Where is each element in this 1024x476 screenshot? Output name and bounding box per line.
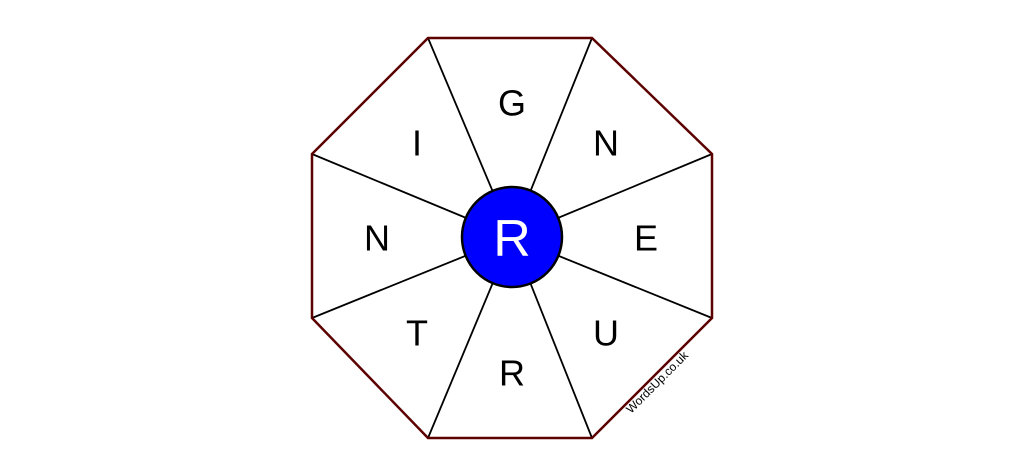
octagon-border	[310, 36, 714, 440]
outer-letter[interactable]: N	[364, 218, 390, 259]
watermark: WordsUp.co.uk	[623, 348, 691, 416]
outer-letter[interactable]: R	[499, 353, 525, 394]
outer-letter[interactable]: G	[498, 83, 526, 124]
outer-letter[interactable]: E	[634, 218, 658, 259]
outer-letter[interactable]: I	[412, 123, 422, 164]
center-circle[interactable]	[460, 185, 564, 289]
center-letter: R	[493, 210, 531, 268]
letter-segments: G N E U R T N I	[364, 83, 658, 394]
outer-letter[interactable]: T	[406, 313, 428, 354]
outer-letter[interactable]: N	[593, 123, 619, 164]
outer-letter[interactable]: U	[593, 313, 619, 354]
